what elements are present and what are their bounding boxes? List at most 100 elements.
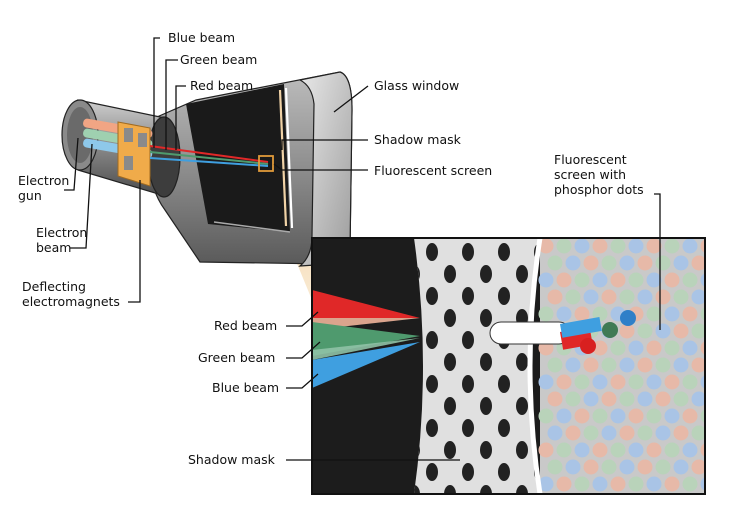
phosphor-dot	[583, 459, 599, 475]
label-deflecting-1: Deflecting	[22, 279, 86, 294]
phosphor-dot	[655, 323, 671, 339]
phosphor-dot	[673, 255, 689, 271]
phosphor-dot	[646, 476, 662, 492]
deflecting-electromagnets	[117, 121, 151, 187]
phosphor-dot	[682, 476, 698, 492]
phosphor-dot	[619, 289, 635, 305]
phosphor-dot	[646, 374, 662, 390]
crt-tube	[61, 71, 353, 300]
phosphor-dot	[664, 306, 680, 322]
phosphor-dot	[691, 255, 705, 271]
leader-lines	[64, 37, 661, 461]
label-electron-gun-1: Electron	[18, 173, 69, 188]
phosphor-dot	[583, 289, 599, 305]
phosphor-dot	[592, 340, 608, 356]
labels: Blue beam Green beam Red beam Glass wind…	[18, 30, 644, 467]
phosphor-dot	[619, 391, 635, 407]
phosphor-dot	[610, 272, 626, 288]
phosphor-dot	[700, 375, 705, 389]
phosphor-dot	[691, 323, 705, 339]
phosphor-dot	[601, 289, 617, 305]
phosphor-dot	[682, 272, 698, 288]
phosphor-dot	[565, 459, 581, 475]
phosphor-dot	[619, 459, 635, 475]
label-electron-beam-2: beam	[36, 240, 71, 255]
phosphor-dot	[601, 459, 617, 475]
phosphor-dot	[637, 289, 653, 305]
phosphor-dot	[556, 374, 572, 390]
phosphor-dot	[574, 442, 590, 458]
phosphor-dots	[538, 238, 705, 492]
inset-frame	[311, 237, 706, 495]
phosphor-dot	[538, 306, 554, 322]
phosphor-dot	[655, 255, 671, 271]
tube-beams	[149, 145, 269, 167]
phosphor-dot	[673, 357, 689, 373]
label-inset-shadow-mask: Shadow mask	[188, 452, 276, 467]
phosphor-dot	[538, 442, 554, 458]
phosphor-dot	[583, 255, 599, 271]
phosphor-dot	[592, 272, 608, 288]
phosphor-dot	[628, 374, 644, 390]
phosphor-dot	[574, 272, 590, 288]
label-green-beam: Green beam	[180, 52, 257, 67]
phosphor-dot	[673, 391, 689, 407]
phosphor-dot	[574, 374, 590, 390]
phosphor-dot	[610, 476, 626, 492]
phosphor-dot	[700, 239, 705, 253]
phosphor-dot	[610, 408, 626, 424]
phosphor-dot	[547, 459, 563, 475]
phosphor-dot	[673, 459, 689, 475]
phosphor-dot	[619, 357, 635, 373]
phosphor-dot	[628, 340, 644, 356]
label-inset-green-beam: Green beam	[198, 350, 275, 365]
phosphor-dot	[565, 255, 581, 271]
phosphor-dot	[610, 442, 626, 458]
phosphor-dot	[673, 323, 689, 339]
phosphor-dot	[682, 408, 698, 424]
inset-red-beam	[312, 290, 420, 318]
label-electron-gun-2: gun	[18, 188, 42, 203]
label-blue-beam: Blue beam	[168, 30, 235, 45]
label-inset-blue-beam: Blue beam	[212, 380, 279, 395]
phosphor-dot	[547, 391, 563, 407]
label-glass-window: Glass window	[374, 78, 459, 93]
phosphor-dot	[682, 374, 698, 390]
inset-detail	[312, 238, 705, 494]
phosphor-dot	[637, 391, 653, 407]
phosphor-dot	[691, 391, 705, 407]
phosphor-dot	[628, 408, 644, 424]
phosphor-dot	[628, 442, 644, 458]
phosphor-dot	[565, 425, 581, 441]
phosphor-dot	[646, 272, 662, 288]
phosphor-dot	[538, 272, 554, 288]
shadow-mask-line	[278, 89, 288, 227]
label-inset-red-beam: Red beam	[214, 318, 277, 333]
phosphor-dot	[538, 374, 554, 390]
phosphor-dot	[646, 238, 662, 254]
label-deflecting-2: electromagnets	[22, 294, 120, 309]
phosphor-dot	[682, 340, 698, 356]
phosphor-dot	[664, 340, 680, 356]
label-electron-beam-1: Electron	[36, 225, 87, 240]
phosphor-dot	[628, 476, 644, 492]
phosphor-dot	[538, 238, 554, 254]
phosphor-dot	[664, 374, 680, 390]
phosphor-dot	[574, 306, 590, 322]
phosphor-dot	[664, 476, 680, 492]
phosphor-dot	[682, 238, 698, 254]
phosphor-dot	[646, 442, 662, 458]
phosphor-dot	[673, 289, 689, 305]
phosphor-dot	[556, 442, 572, 458]
phosphor-dot	[655, 391, 671, 407]
phosphor-dot	[583, 425, 599, 441]
phosphor-dot	[700, 273, 705, 287]
phosphor-dot	[556, 306, 572, 322]
phosphor-dot	[637, 357, 653, 373]
phosphor-dot	[637, 323, 653, 339]
phosphor-dot	[601, 357, 617, 373]
phosphor-dot	[610, 340, 626, 356]
phosphor-dot	[556, 238, 572, 254]
phosphor-dot	[691, 289, 705, 305]
